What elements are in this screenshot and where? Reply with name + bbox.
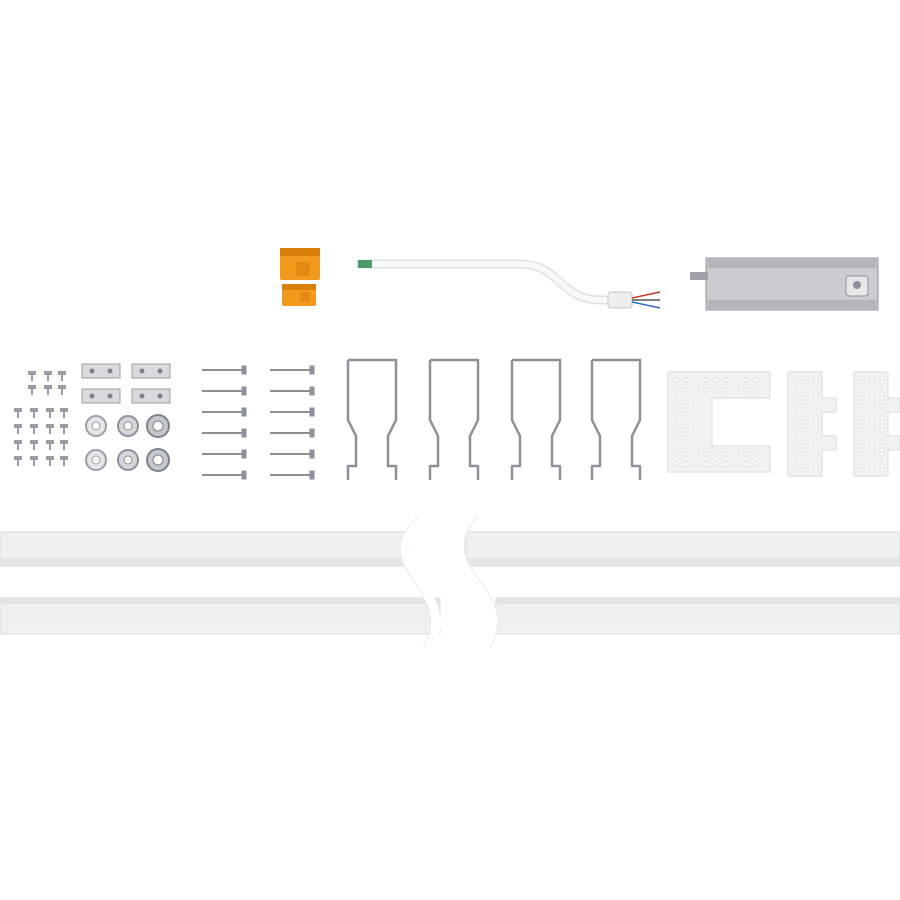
drywall-screw-icon [202, 407, 247, 417]
end-cap-large-icon [667, 371, 771, 473]
lead-cable-icon [355, 259, 661, 309]
washers [85, 414, 170, 472]
screw-grid-icon [14, 408, 68, 466]
connector-small-icon [282, 284, 316, 306]
plate-icon [81, 388, 121, 404]
washer-icon [117, 415, 139, 437]
spring-clip-icon [510, 358, 562, 480]
end-cap-small-icon [853, 371, 900, 477]
drywall-screw-icon [270, 386, 315, 396]
drywall-screw-icon [270, 470, 315, 480]
washer-icon [146, 414, 170, 438]
drywall-screw-icon [202, 470, 247, 480]
small-screws [14, 371, 68, 466]
spring-clip-icon [428, 358, 480, 480]
drywall-screw-icon [202, 428, 247, 438]
spring-clip-icon [346, 358, 398, 480]
joining-plates [81, 363, 171, 404]
profile-bottom-icon [0, 597, 900, 635]
connector-large-icon [280, 248, 320, 280]
break-mark-icon [400, 512, 498, 651]
driver-box-icon [690, 257, 879, 311]
screw-icon [28, 371, 66, 395]
break-mark-outline [399, 515, 499, 649]
plate-icon [81, 363, 121, 379]
profiles [0, 512, 900, 651]
profile-top-icon [0, 531, 900, 567]
drywall-screw-icon [202, 449, 247, 459]
drywall-screw-icon [270, 365, 315, 375]
washer-icon [85, 415, 107, 437]
drywall-screw-icon [270, 449, 315, 459]
long-screws [202, 365, 315, 480]
washer-icon [85, 449, 107, 471]
plate-icon [131, 388, 171, 404]
plate-icon [131, 363, 171, 379]
spring-clip-icon [590, 358, 642, 480]
drywall-screw-icon [270, 407, 315, 417]
washer-icon [117, 449, 139, 471]
end-caps [667, 371, 900, 477]
drywall-screw-icon [270, 428, 315, 438]
drywall-screw-icon [202, 386, 247, 396]
spring-clips [346, 358, 642, 480]
washer-icon [146, 448, 170, 472]
end-cap-medium-icon [787, 371, 837, 477]
drywall-screw-icon [202, 365, 247, 375]
connectors [280, 248, 320, 306]
